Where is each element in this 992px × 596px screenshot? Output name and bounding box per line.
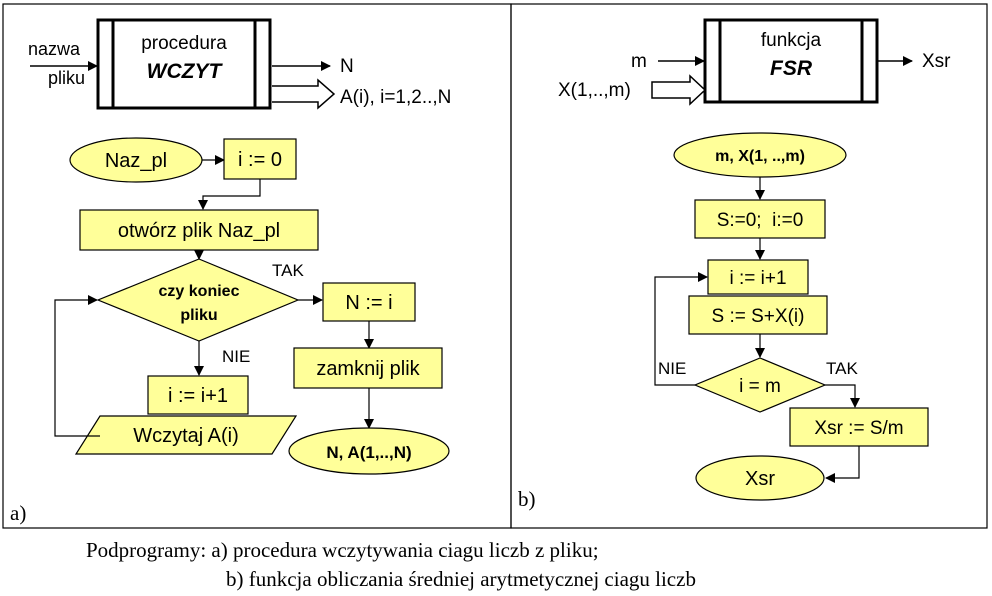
function-title: funkcja <box>761 30 822 51</box>
procedure-title: procedura <box>141 33 227 54</box>
input-array-arrow <box>651 74 707 106</box>
yes-label-b: TAK <box>826 359 858 378</box>
function-block: funkcja FSR <box>703 18 879 104</box>
open-file-label: otwórz plik Naz_pl <box>118 220 280 242</box>
no-label: NIE <box>222 347 250 366</box>
init-label-b: S:=0; i:=0 <box>717 210 804 231</box>
panel-b: funkcja FSR m X(1,..,m) Xsr m, X(1, ..,m… <box>518 18 951 511</box>
read-label: Wczytaj A(i) <box>133 425 239 447</box>
yes-label: TAK <box>272 261 304 280</box>
output-n-label: N <box>340 56 354 77</box>
end-label-b: Xsr <box>745 468 775 490</box>
end-terminal <box>288 427 450 475</box>
init-label: i := 0 <box>238 149 282 171</box>
increment-label: i := i+1 <box>168 385 228 407</box>
close-file-box <box>293 347 443 389</box>
output-array-arrow <box>272 78 336 110</box>
caption-line1: Podprogramy: a) procedura wczytywania ci… <box>86 538 599 562</box>
loop-back-arrow-b <box>654 272 708 386</box>
end-label: N, A(1,..,N) <box>326 443 411 462</box>
i-equals-m-decision <box>693 357 827 413</box>
start-label: Naz_pl <box>105 150 167 172</box>
procedure-name: WCZYT <box>147 60 224 83</box>
loop-back-arrow <box>54 295 100 437</box>
output-array-label: A(i), i=1,2..,N <box>340 87 451 108</box>
init-box <box>223 138 297 180</box>
increment-box <box>147 375 249 415</box>
input-label-line2: pliku <box>48 68 85 88</box>
input-array-label: X(1,..,m) <box>558 80 631 101</box>
assign-n-label: N := i <box>345 292 392 314</box>
input-label-line1: nazwa <box>28 39 81 59</box>
panel-b-label: b) <box>518 487 536 511</box>
output-xsr-label: Xsr <box>922 51 951 72</box>
function-name: FSR <box>770 57 813 80</box>
compute-label: Xsr := S/m <box>814 418 903 439</box>
arrow-compute-end <box>825 446 860 483</box>
panel-b-frame <box>510 3 988 529</box>
procedure-block: procedura WCZYT <box>96 18 272 110</box>
increment-label-b: i := i+1 <box>729 268 786 289</box>
caption-line2: b) funkcja obliczania średniej arytmetyc… <box>226 567 696 591</box>
eof-decision <box>96 258 300 342</box>
compute-box <box>789 407 929 447</box>
close-file-label: zamknij plik <box>316 358 420 380</box>
input-m-label: m <box>631 51 647 72</box>
arrow-decision-compute <box>825 384 860 408</box>
open-file-box <box>79 209 319 251</box>
arrow-init-open <box>198 179 261 210</box>
accumulate-box <box>688 295 828 335</box>
assign-n-box <box>322 282 416 322</box>
init-box-b <box>694 199 826 239</box>
decision-line2: pliku <box>180 307 217 324</box>
end-terminal-b <box>695 455 825 501</box>
panel-a-label: a) <box>10 501 26 525</box>
start-label-b: m, X(1, ..,m) <box>715 148 805 165</box>
no-label-b: NIE <box>658 359 686 378</box>
read-io-box <box>74 415 298 455</box>
decision-line1: czy koniec <box>159 283 240 300</box>
panel-a: procedura WCZYT nazwa pliku N A(i), i=1,… <box>10 18 451 525</box>
decision-label-b: i = m <box>739 376 781 397</box>
increment-box-b <box>707 259 809 295</box>
accumulate-label: S := S+X(i) <box>712 306 805 327</box>
